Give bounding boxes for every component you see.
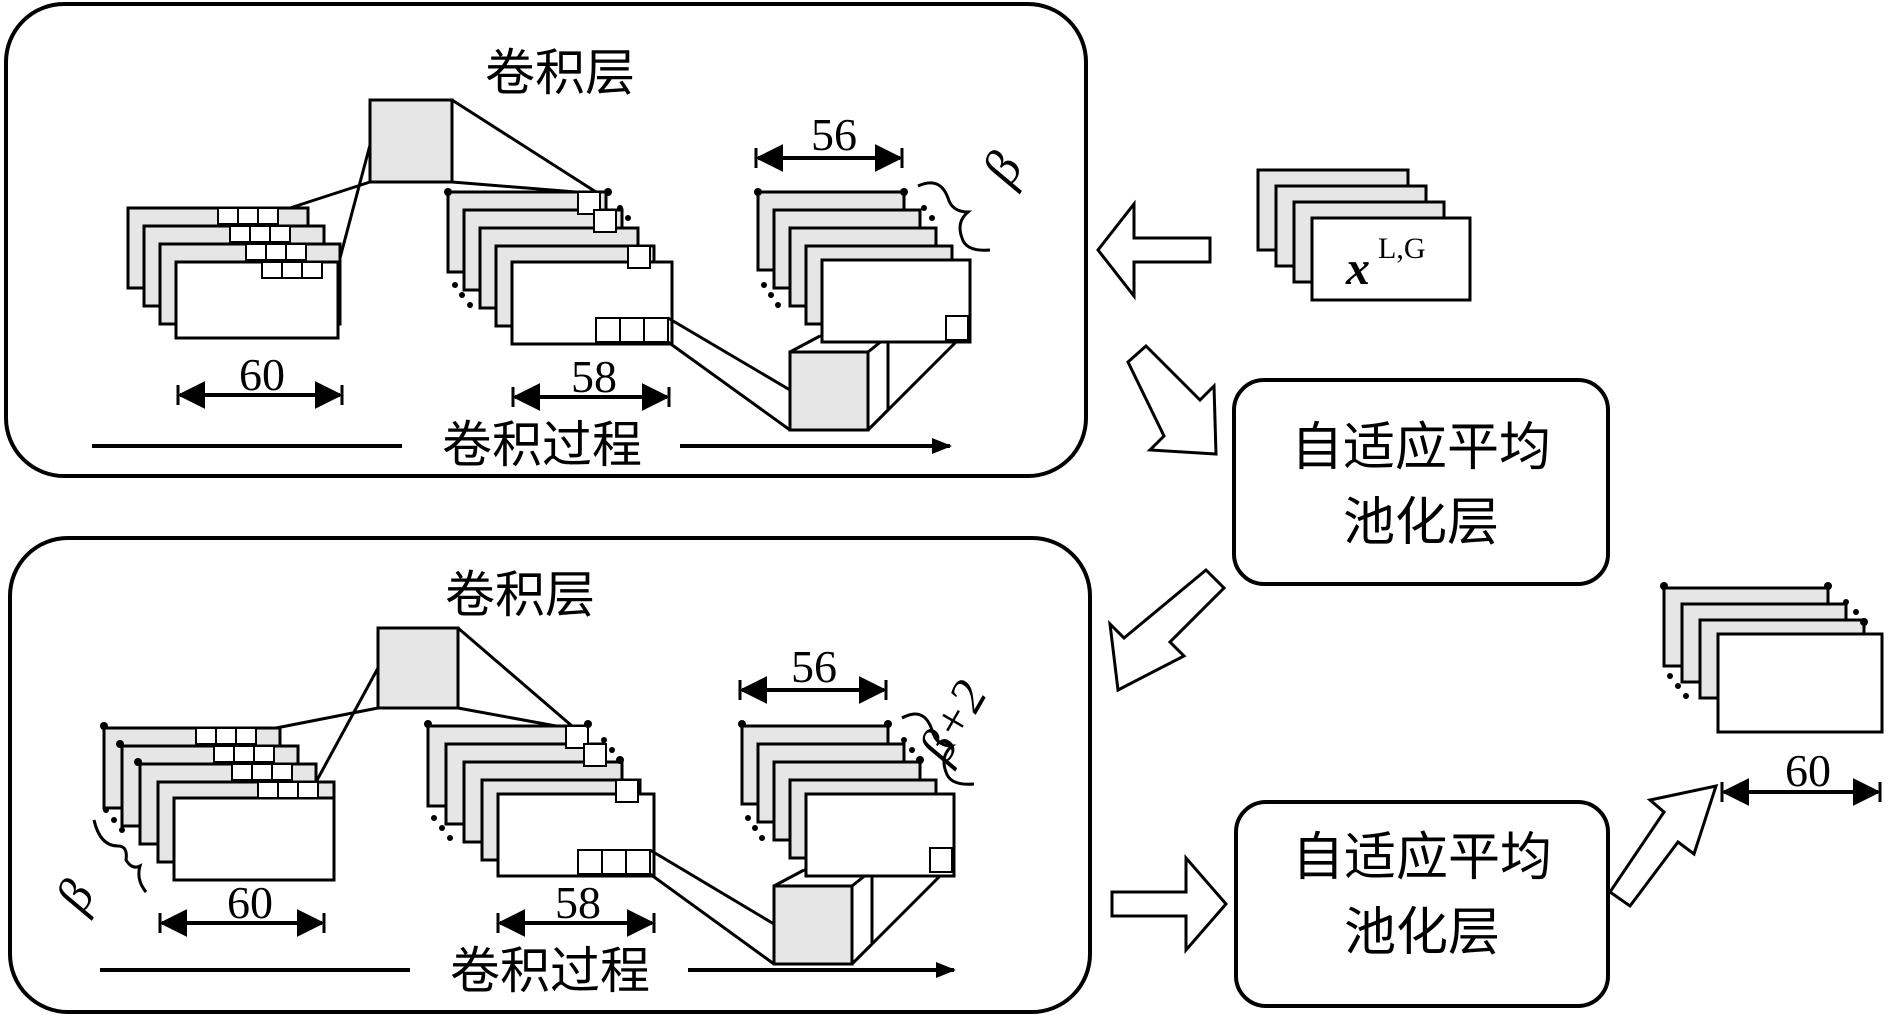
bottom-input-stack — [100, 722, 336, 882]
pool-bottom-line1: 自适应平均 — [1292, 830, 1552, 887]
hollow-arrow-left-top — [1096, 199, 1212, 301]
pool-top-line1: 自适应平均 — [1291, 420, 1551, 477]
pool-bottom-box: 自适应平均 池化层 — [1234, 800, 1610, 1008]
hollow-arrow-down-right-top — [1126, 343, 1218, 456]
pool-bottom-line2: 池化层 — [1344, 905, 1500, 962]
bottom-process-label: 卷积过程 — [450, 943, 650, 999]
top-out-stack — [754, 188, 972, 344]
top-panel-frame — [4, 2, 1088, 478]
input-tensor-stack: x L,G — [1256, 168, 1472, 302]
input-tensor-var: x — [1345, 242, 1370, 295]
bottom-input-brace — [92, 819, 148, 893]
hollow-arrow-right-bottom — [1110, 853, 1228, 955]
top-kernel-box-2 — [788, 350, 870, 432]
bottom-panel-frame — [8, 536, 1092, 1014]
top-mid-width-label: 58 — [571, 351, 617, 402]
top-channel-brace — [917, 181, 991, 252]
top-input-stack — [126, 206, 342, 340]
top-kernel-box — [368, 98, 454, 184]
top-out-width-label: 56 — [811, 109, 857, 160]
top-mid-stack — [444, 188, 674, 346]
bottom-kernel-box-2 — [772, 884, 854, 966]
bottom-panel-title: 卷积层 — [445, 567, 595, 623]
hollow-arrow-up-right — [1607, 783, 1719, 909]
bottom-kernel-box — [376, 626, 460, 710]
hollow-arrow-down-left — [1107, 567, 1227, 693]
top-panel-title: 卷积层 — [485, 45, 635, 101]
bottom-mid-width-label: 58 — [555, 877, 601, 928]
bottom-input-width-label: 60 — [227, 877, 273, 928]
bottom-mid-stack — [424, 720, 656, 878]
top-input-width-label: 60 — [239, 349, 285, 400]
pool-top-box: 自适应平均 池化层 — [1232, 378, 1610, 586]
pool-top-line2: 池化层 — [1343, 495, 1499, 552]
output-stack — [1660, 582, 1884, 734]
input-tensor-superscript: L,G — [1378, 232, 1426, 265]
output-width-label: 60 — [1785, 745, 1831, 796]
top-channel-label: β — [971, 143, 1034, 195]
bottom-out-width-label: 56 — [791, 641, 837, 692]
top-conv-panel: 卷积层 60 — [4, 2, 1088, 478]
bottom-conv-panel: 卷积层 β 60 — [8, 536, 1092, 1014]
top-process-label: 卷积过程 — [442, 417, 642, 473]
bottom-channel-brace — [901, 712, 975, 786]
bottom-input-channel-label: β — [44, 871, 105, 922]
bottom-out-stack — [738, 720, 956, 878]
